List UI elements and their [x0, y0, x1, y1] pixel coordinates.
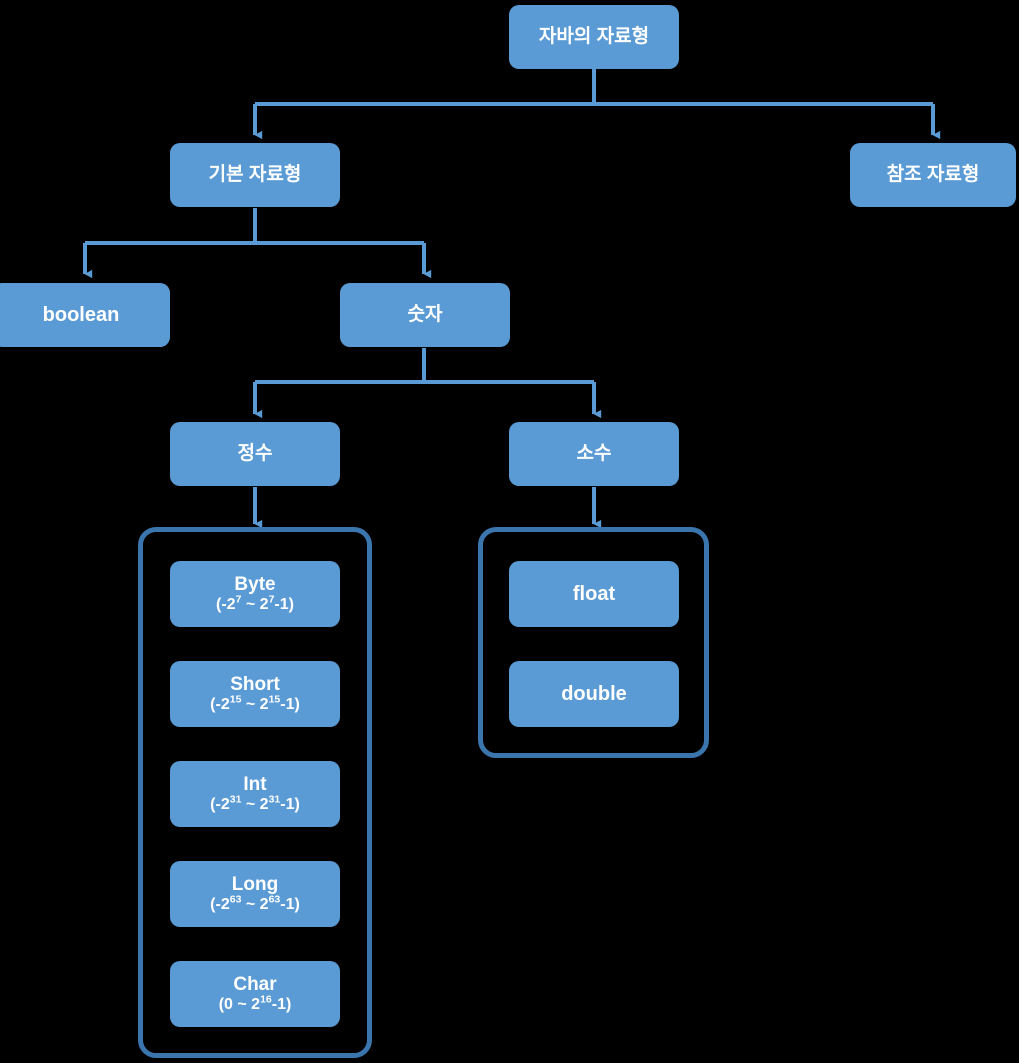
node-type-char[interactable]: Char (0 ~ 216-1) [170, 961, 340, 1027]
node-primitive-type[interactable]: 기본 자료형 [170, 143, 340, 207]
node-boolean[interactable]: boolean [0, 283, 170, 347]
node-root-label: 자바의 자료형 [538, 26, 650, 48]
node-type-float-name: float [572, 582, 616, 605]
node-type-long-range: (-263 ~ 263-1) [210, 893, 300, 914]
node-type-int-range: (-231 ~ 231-1) [210, 793, 300, 814]
node-type-long[interactable]: Long (-263 ~ 263-1) [170, 861, 340, 927]
node-type-float[interactable]: float [509, 561, 679, 627]
node-type-char-name: Char [233, 973, 277, 995]
node-type-double[interactable]: double [509, 661, 679, 727]
node-number[interactable]: 숫자 [340, 283, 510, 347]
node-type-char-range: (0 ~ 216-1) [218, 993, 292, 1014]
node-type-double-name: double [561, 682, 627, 705]
node-type-long-name: Long [231, 873, 279, 895]
node-number-label: 숫자 [407, 304, 443, 326]
node-reference-type[interactable]: 참조 자료형 [850, 143, 1016, 207]
node-boolean-label: boolean [42, 303, 120, 326]
node-integer[interactable]: 정수 [170, 422, 340, 486]
node-decimal[interactable]: 소수 [509, 422, 679, 486]
node-type-short-range: (-215 ~ 215-1) [210, 693, 300, 714]
node-type-byte-range: (-27 ~ 27-1) [216, 593, 294, 614]
node-type-short[interactable]: Short (-215 ~ 215-1) [170, 661, 340, 727]
integer-types-group [138, 527, 372, 1058]
node-type-byte-name: Byte [234, 573, 276, 595]
node-primitive-type-label: 기본 자료형 [208, 164, 302, 186]
decimal-types-group [478, 527, 709, 758]
node-type-int[interactable]: Int (-231 ~ 231-1) [170, 761, 340, 827]
node-root[interactable]: 자바의 자료형 [509, 5, 679, 69]
node-type-short-name: Short [230, 673, 280, 695]
node-reference-type-label: 참조 자료형 [886, 164, 980, 186]
node-type-int-name: Int [243, 773, 267, 795]
node-type-byte[interactable]: Byte (-27 ~ 27-1) [170, 561, 340, 627]
node-decimal-label: 소수 [576, 443, 612, 465]
node-integer-label: 정수 [237, 443, 273, 465]
